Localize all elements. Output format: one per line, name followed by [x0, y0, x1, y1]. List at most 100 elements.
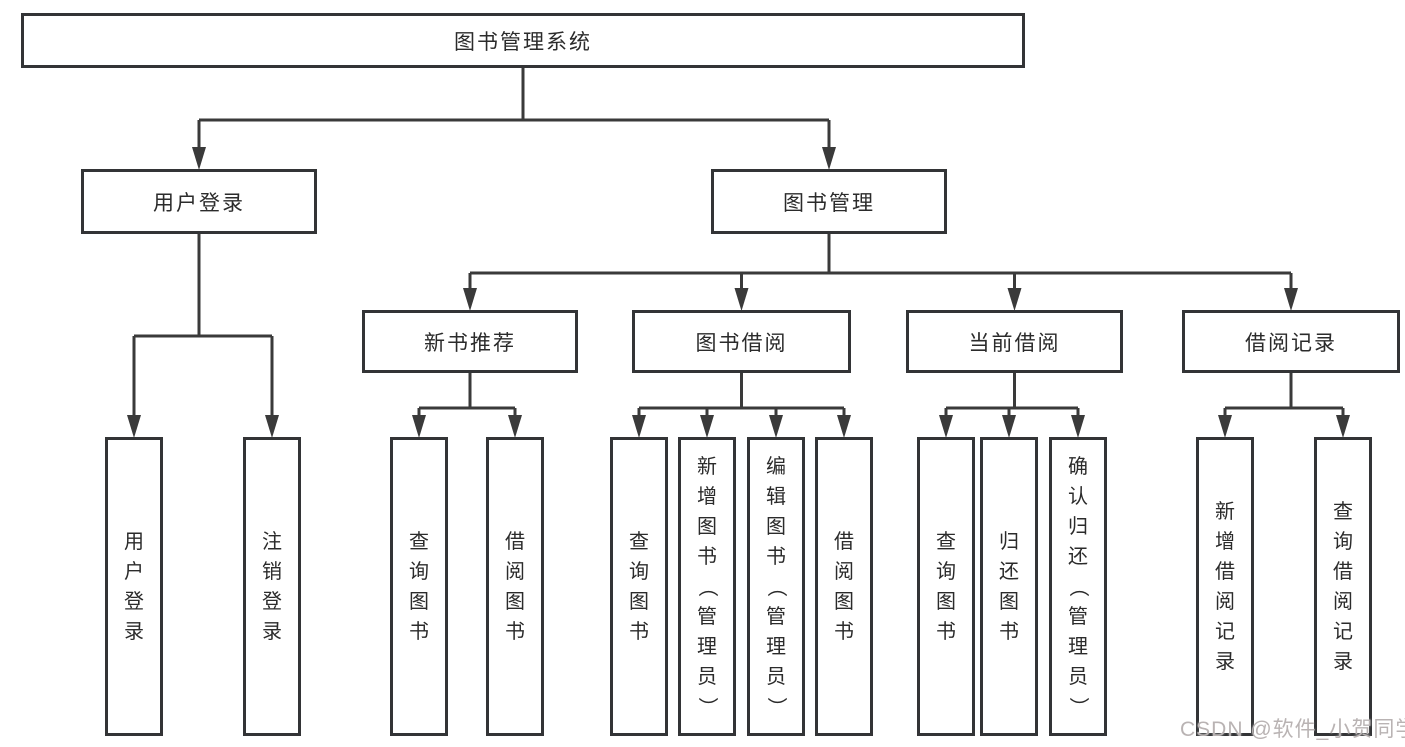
node-label: 新书推荐 — [424, 331, 516, 355]
connector-new-book-rec — [412, 373, 522, 438]
node-label-char: 阅 — [834, 560, 854, 583]
node-label-char: 阅 — [1215, 590, 1235, 613]
node-label-char: ） — [765, 696, 787, 717]
node-label-char: 员 — [697, 665, 717, 688]
connector-lines — [1223, 373, 1345, 424]
node-bb-add: 新增图书（管理员） — [678, 437, 736, 736]
node-label-char: 还 — [999, 560, 1019, 583]
node-label-char: 辑 — [766, 485, 786, 508]
node-nb-borrow: 借阅图书 — [486, 437, 544, 736]
node-label-char: 图 — [409, 590, 429, 613]
arrowhead — [837, 415, 851, 438]
node-label-char: 图 — [936, 590, 956, 613]
node-label-char: ） — [696, 696, 718, 717]
node-label-char: 阅 — [1333, 590, 1353, 613]
node-label-char: 用 — [124, 530, 144, 553]
node-br-add: 新增借阅记录 — [1196, 437, 1254, 736]
node-label-char: 询 — [629, 560, 649, 583]
node-label-char: 图 — [629, 590, 649, 613]
node-label-char: 书 — [834, 620, 854, 643]
node-borrow-records: 借阅记录 — [1182, 310, 1400, 373]
node-label-char: 认 — [1068, 485, 1088, 508]
node-label-char: 查 — [409, 530, 429, 553]
node-label-char: 查 — [629, 530, 649, 553]
node-label-char: 增 — [697, 485, 717, 508]
node-label-char: 新 — [1215, 500, 1235, 523]
arrowhead — [700, 415, 714, 438]
node-label-char: 书 — [697, 545, 717, 568]
node-label-char: 询 — [936, 560, 956, 583]
connector-lines — [197, 68, 831, 156]
arrowhead — [734, 288, 749, 311]
node-label-char: 询 — [1333, 530, 1353, 553]
node-label-char: 户 — [124, 560, 144, 583]
node-label-char: 记 — [1333, 620, 1353, 643]
node-book-management: 图书管理 — [711, 169, 947, 234]
node-label-char: 询 — [409, 560, 429, 583]
node-label-char: （ — [1067, 576, 1089, 597]
node-label: 用户登录 — [153, 191, 245, 215]
node-label-char: 理 — [766, 635, 786, 658]
connector-book-management — [463, 234, 1298, 311]
node-label-char: 查 — [1333, 500, 1353, 523]
node-label-char: 管 — [697, 605, 717, 628]
node-label-char: 理 — [1068, 635, 1088, 658]
node-label-char: 还 — [1068, 545, 1088, 568]
connector-current-borrow — [939, 373, 1085, 438]
node-label-char: 记 — [1215, 620, 1235, 643]
node-new-book-rec: 新书推荐 — [362, 310, 578, 373]
arrowhead — [1336, 415, 1350, 438]
node-label-char: 书 — [936, 620, 956, 643]
node-cb-query: 查询图书 — [917, 437, 975, 736]
node-label: 当前借阅 — [968, 331, 1061, 355]
node-label-char: ） — [1067, 696, 1089, 717]
node-label-char: 销 — [262, 560, 282, 583]
node-label: 图书借阅 — [695, 331, 788, 355]
connector-book-borrow — [632, 373, 851, 438]
connector-lines — [637, 373, 846, 424]
arrowhead — [265, 415, 279, 438]
connector-lines — [468, 234, 1293, 297]
node-book-borrow: 图书借阅 — [632, 310, 851, 373]
node-label-char: 图 — [697, 515, 717, 538]
node-label-char: 书 — [505, 620, 525, 643]
node-label-char: 归 — [999, 530, 1019, 553]
node-label-char: 书 — [999, 620, 1019, 643]
node-label-char: 登 — [262, 590, 282, 613]
node-label-char: 录 — [1333, 650, 1353, 673]
arrowhead — [412, 415, 426, 438]
node-bb-query: 查询图书 — [610, 437, 668, 736]
node-label-char: 借 — [1215, 560, 1235, 583]
node-label-char: 录 — [1215, 650, 1235, 673]
node-label-char: 书 — [766, 545, 786, 568]
node-label-char: 归 — [1068, 515, 1088, 538]
arrowhead — [1071, 415, 1085, 438]
node-cb-return: 归还图书 — [980, 437, 1038, 736]
arrowhead — [1007, 288, 1022, 311]
node-label-char: 新 — [697, 455, 717, 478]
node-cb-confirm: 确认归还（管理员） — [1049, 437, 1107, 736]
connector-user-login — [127, 234, 279, 438]
node-ul-user-login: 用户登录 — [105, 437, 163, 736]
node-label-char: 图 — [834, 590, 854, 613]
node-label-char: 管 — [1068, 605, 1088, 628]
arrowhead — [632, 415, 646, 438]
node-label-char: 借 — [834, 530, 854, 553]
node-label-char: 借 — [1333, 560, 1353, 583]
node-user-login: 用户登录 — [81, 169, 317, 234]
node-label-char: 阅 — [505, 560, 525, 583]
arrowhead — [1218, 415, 1232, 438]
node-label-char: 书 — [629, 620, 649, 643]
node-current-borrow: 当前借阅 — [906, 310, 1123, 373]
node-label: 借阅记录 — [1245, 331, 1337, 355]
node-label-char: 理 — [697, 635, 717, 658]
node-label-char: 录 — [262, 620, 282, 643]
arrowhead — [508, 415, 522, 438]
node-label-char: 书 — [409, 620, 429, 643]
node-label-char: 录 — [124, 620, 144, 643]
connector-lines — [944, 373, 1080, 424]
node-label-char: 注 — [262, 530, 282, 553]
node-label-char: 图 — [999, 590, 1019, 613]
node-label-char: 员 — [1068, 665, 1088, 688]
arrowhead — [939, 415, 953, 438]
